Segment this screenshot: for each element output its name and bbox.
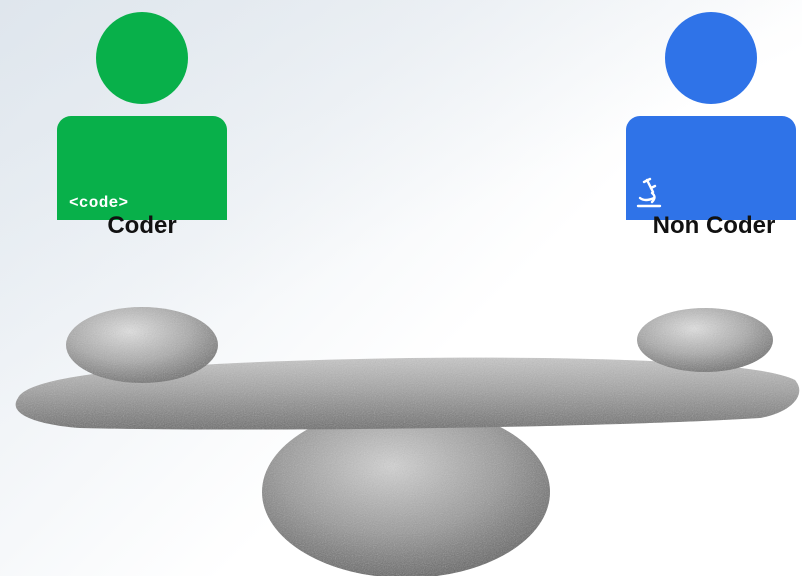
code-tag-text: <code> xyxy=(69,194,129,212)
balance-plank xyxy=(15,357,800,430)
base-stone xyxy=(262,406,550,576)
left-stone xyxy=(66,307,218,383)
right-stone xyxy=(637,308,773,372)
non-coder-person-icon xyxy=(626,12,796,222)
coder-head-shape xyxy=(96,12,188,104)
non-coder-head-shape xyxy=(665,12,757,104)
coder-label: Coder xyxy=(107,212,177,239)
non-coder-label: Non Coder xyxy=(652,212,776,239)
microscope-icon xyxy=(636,177,662,208)
coder-body-shape: <code> xyxy=(57,116,227,220)
non-coder-body-shape xyxy=(626,116,796,220)
coder-person-icon: <code> xyxy=(57,12,227,222)
